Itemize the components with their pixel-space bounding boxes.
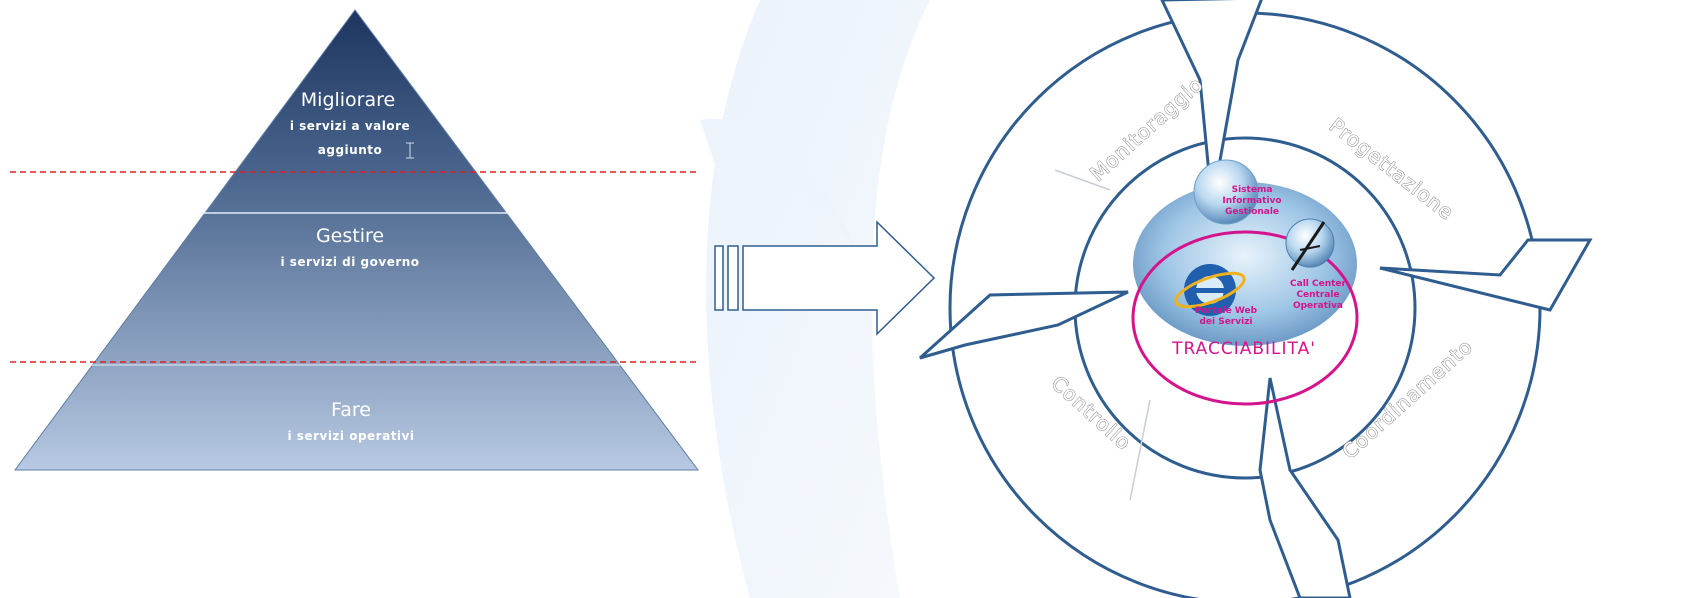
pyramid-level-1-subtitle-2: aggiunto: [318, 143, 382, 157]
core-item-gestionale: Gestionale: [1225, 207, 1279, 217]
core-item-portale-web: Portale Web: [1195, 306, 1258, 316]
cycle-divider: [1054, 169, 1111, 191]
transition-arrow: [714, 220, 936, 336]
arrow-head: [742, 220, 936, 336]
core-item-informativo: Informativo: [1222, 196, 1281, 206]
pyramid-level-1-subtitle: i servizi a valore: [290, 119, 410, 133]
arrow-tail-bar: [714, 245, 724, 311]
arrow-tail-bar: [727, 245, 739, 311]
pyramid-level-1-title: Migliorare: [301, 89, 395, 111]
pyramid: Migliorare i servizi a valore aggiunto G…: [10, 9, 700, 471]
pyramid-level-2-title: Gestire: [316, 225, 384, 247]
text-cursor-icon: [406, 142, 414, 159]
process-cycle: Monitoraggio Progettazione Coordinamento…: [918, 0, 1593, 598]
pyramid-shape: [14, 9, 699, 471]
traceability-label: TRACCIABILITA': [1171, 339, 1316, 359]
core-item-centrale: Centrale: [1296, 290, 1339, 300]
cycle-arrowhead-bottom: [1258, 377, 1352, 598]
core-item-dei-servizi: dei Servizi: [1199, 317, 1252, 327]
pyramid-level-3-subtitle: i servizi operativi: [288, 429, 415, 443]
core-item-sistema: Sistema: [1232, 185, 1273, 195]
core-item-operativa: Operativa: [1293, 301, 1343, 311]
traceability-ring: [1131, 230, 1359, 406]
core-item-call-center: Call Center: [1290, 279, 1347, 289]
web-browser-icon: [1174, 264, 1246, 316]
pyramid-level-2-subtitle: i servizi di governo: [280, 255, 419, 269]
cycle-arrowhead-left: [918, 290, 1129, 360]
core-services: Sistema Informativo Gestionale Call Cent…: [1131, 159, 1359, 406]
cycle-arrowhead-right: [1379, 238, 1593, 312]
cycle-divider: [1129, 399, 1151, 501]
globe-icon: [1193, 159, 1259, 225]
pyramid-level-3-title: Fare: [331, 399, 371, 421]
cycle-arrowhead-top: [1160, 0, 1263, 206]
satellite-globe-icon: [1285, 218, 1335, 271]
